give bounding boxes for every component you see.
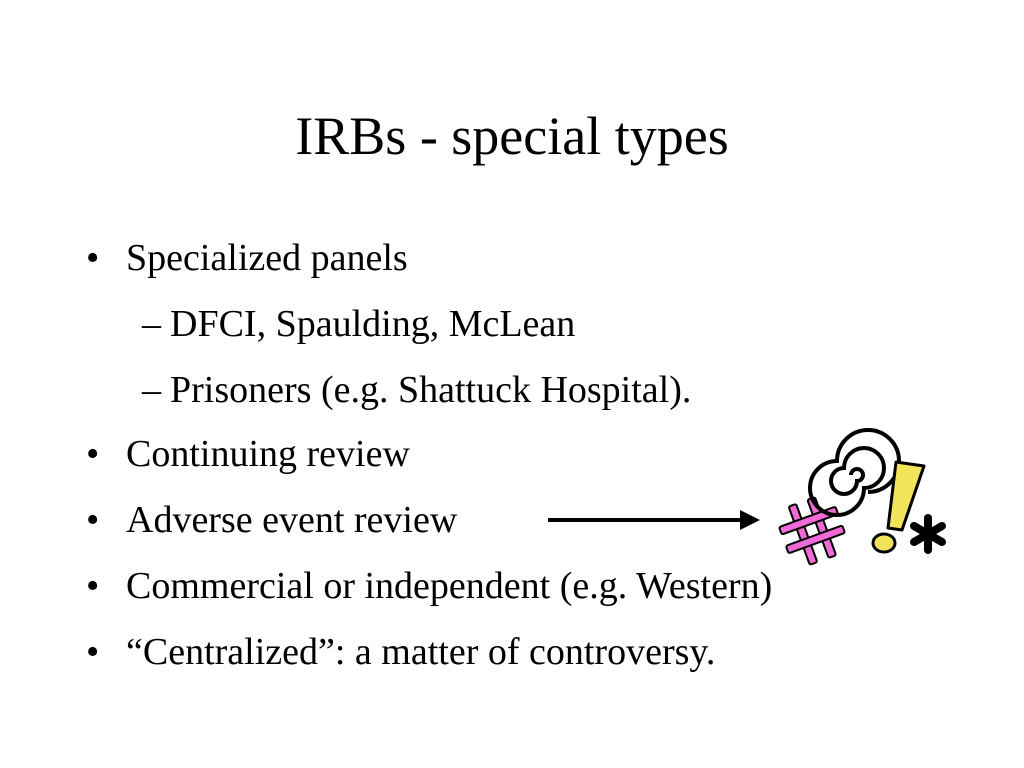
- bullet-text: Continuing review: [126, 433, 410, 475]
- bullet-text: Adverse event review: [126, 499, 458, 541]
- bullet-item-commercial: • Commercial or independent (e.g. Wester…: [86, 562, 773, 610]
- bullet-text: Commercial or independent (e.g. Western): [126, 565, 773, 607]
- bullet-marker: •: [86, 565, 100, 607]
- sub-item-text: Prisoners (e.g. Shattuck Hospital).: [170, 369, 692, 411]
- bullet-item-centralized: • “Centralized”: a matter of controversy…: [86, 628, 716, 676]
- bullet-item-continuing-review: • Continuing review: [86, 430, 410, 478]
- bullet-text: “Centralized”: a matter of controversy.: [126, 631, 716, 673]
- bullet-marker: •: [86, 433, 100, 475]
- bullet-marker: •: [86, 237, 100, 279]
- slide-title: IRBs - special types: [295, 106, 729, 166]
- dash-marker: –: [142, 303, 161, 345]
- exclamation-icon: [871, 460, 926, 554]
- dash-marker: –: [142, 369, 161, 411]
- spiral-icon: [808, 428, 901, 517]
- asterisk-icon: [910, 514, 946, 554]
- bullet-item-adverse-event-review: • Adverse event review: [86, 496, 458, 544]
- bullet-marker: •: [86, 631, 100, 673]
- bullet-item-specialized-panels: • Specialized panels: [86, 234, 408, 282]
- arrow-right-icon: [548, 510, 760, 530]
- sub-item-prisoners: – Prisoners (e.g. Shattuck Hospital).: [142, 366, 692, 414]
- sub-item-dfci: – DFCI, Spaulding, McLean: [142, 300, 576, 348]
- bullet-text: Specialized panels: [126, 237, 408, 279]
- sub-item-text: DFCI, Spaulding, McLean: [170, 303, 576, 345]
- bullet-marker: •: [86, 499, 100, 541]
